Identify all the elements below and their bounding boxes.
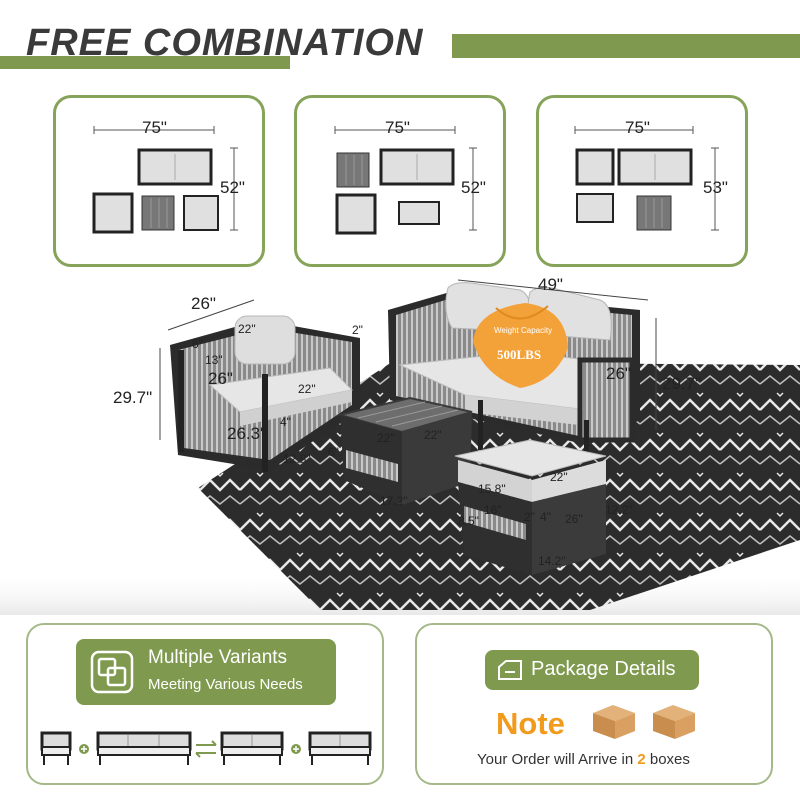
swap-arrows-icon bbox=[195, 740, 217, 758]
box-count: 2 bbox=[637, 751, 646, 768]
armchair bbox=[170, 315, 360, 472]
box-icon bbox=[653, 705, 695, 739]
layout-3-depth: 53" bbox=[703, 178, 728, 197]
variants-diagram bbox=[40, 731, 372, 765]
table-top-b-label: 22" bbox=[424, 428, 442, 442]
ottoman-depth-label: 26" bbox=[565, 512, 583, 526]
package-pill: Package Details bbox=[485, 650, 699, 690]
chair-height-label: 29.7" bbox=[113, 388, 153, 407]
chair-back-label: 13" bbox=[205, 353, 223, 367]
variant-loveseat bbox=[220, 731, 284, 765]
plus-icon bbox=[291, 744, 301, 754]
layout-diagram-1 bbox=[92, 126, 238, 234]
package-title: Package Details bbox=[531, 658, 676, 680]
box-icon bbox=[593, 705, 635, 739]
arrival-message-suffix: boxes bbox=[649, 751, 690, 768]
loveseat-width-label: 49" bbox=[538, 275, 563, 294]
dimension-lines bbox=[159, 279, 657, 440]
variant-chair bbox=[40, 731, 72, 765]
variants-card: Multiple Variants Meeting Various Needs bbox=[26, 623, 384, 785]
layout-card-3: 75" 53" bbox=[536, 95, 748, 267]
chair-width-label: 26" bbox=[208, 369, 233, 388]
variants-subtitle: Meeting Various Needs bbox=[148, 676, 303, 693]
loveseat-depth-label: 26" bbox=[606, 364, 631, 383]
ottoman bbox=[454, 439, 607, 575]
note-label: Note bbox=[496, 706, 565, 741]
variant-sofa-large bbox=[96, 731, 192, 765]
coffee-table bbox=[336, 396, 473, 505]
ottoman-gap-b-label: 4" bbox=[540, 510, 551, 524]
chair-leg-label: 4" bbox=[280, 415, 291, 429]
arrival-message-prefix: Your Order will Arrive in bbox=[477, 751, 634, 768]
header-underline-bar bbox=[0, 56, 290, 69]
variants-pill: Multiple Variants Meeting Various Needs bbox=[76, 639, 336, 705]
table-top-a-label: 22" bbox=[377, 431, 395, 445]
ottoman-width-label: 22" bbox=[550, 470, 568, 484]
weight-capacity-label: Weight Capacity bbox=[494, 326, 553, 335]
layers-icon bbox=[90, 650, 134, 694]
loveseat-height-label: 29.7" bbox=[662, 374, 702, 393]
layout-2-width: 75" bbox=[385, 118, 410, 137]
ottoman-inner-label: 15.8" bbox=[478, 482, 506, 496]
arrival-message: Your Order will Arrive in 2 boxes bbox=[477, 751, 690, 768]
ottoman-height-label: 12.2" bbox=[605, 503, 633, 517]
plus-icon bbox=[79, 744, 89, 754]
table-leg-label: 6" bbox=[328, 445, 339, 459]
chair-arm-label: 6" bbox=[192, 337, 203, 351]
chair-top-gap-label: 2" bbox=[352, 323, 363, 337]
layout-card-2: 75" 52" bbox=[294, 95, 506, 267]
layout-1-depth: 52" bbox=[220, 178, 245, 197]
chair-seat-depth-label: 22" bbox=[298, 382, 316, 396]
chair-seat-height-label: 26.3" bbox=[227, 424, 267, 443]
layout-card-1: 75" 52" bbox=[53, 95, 265, 267]
ottoman-gap-a-label: 2" bbox=[524, 510, 535, 524]
layout-1-width: 75" bbox=[142, 118, 167, 137]
layout-2-depth: 52" bbox=[461, 178, 486, 197]
layout-diagram-2 bbox=[334, 126, 477, 235]
ottoman-side-label: 8.5" bbox=[458, 514, 479, 528]
layout-3-width: 75" bbox=[625, 118, 650, 137]
ottoman-base-label: 14.2" bbox=[538, 554, 566, 568]
variant-loveseat-2 bbox=[308, 731, 372, 765]
table-shelf-label: 12.8" bbox=[283, 452, 311, 466]
layout-diagram-3 bbox=[574, 126, 719, 231]
header-accent-bar bbox=[452, 34, 800, 58]
chair-cushion-label: 22" bbox=[238, 322, 256, 336]
chair-depth-label: 26" bbox=[191, 294, 216, 313]
ottoman-cushion-label: 16" bbox=[484, 503, 502, 517]
weight-capacity-value: 500LBS bbox=[497, 347, 542, 362]
package-card: Package Details Note Your Order will Arr… bbox=[415, 623, 773, 785]
variants-title: Multiple Variants bbox=[148, 647, 288, 668]
package-icon bbox=[498, 660, 522, 680]
furniture-set-illustration bbox=[0, 279, 800, 615]
table-height-label: 17.2" bbox=[380, 494, 408, 508]
weight-capacity-badge bbox=[473, 303, 568, 388]
